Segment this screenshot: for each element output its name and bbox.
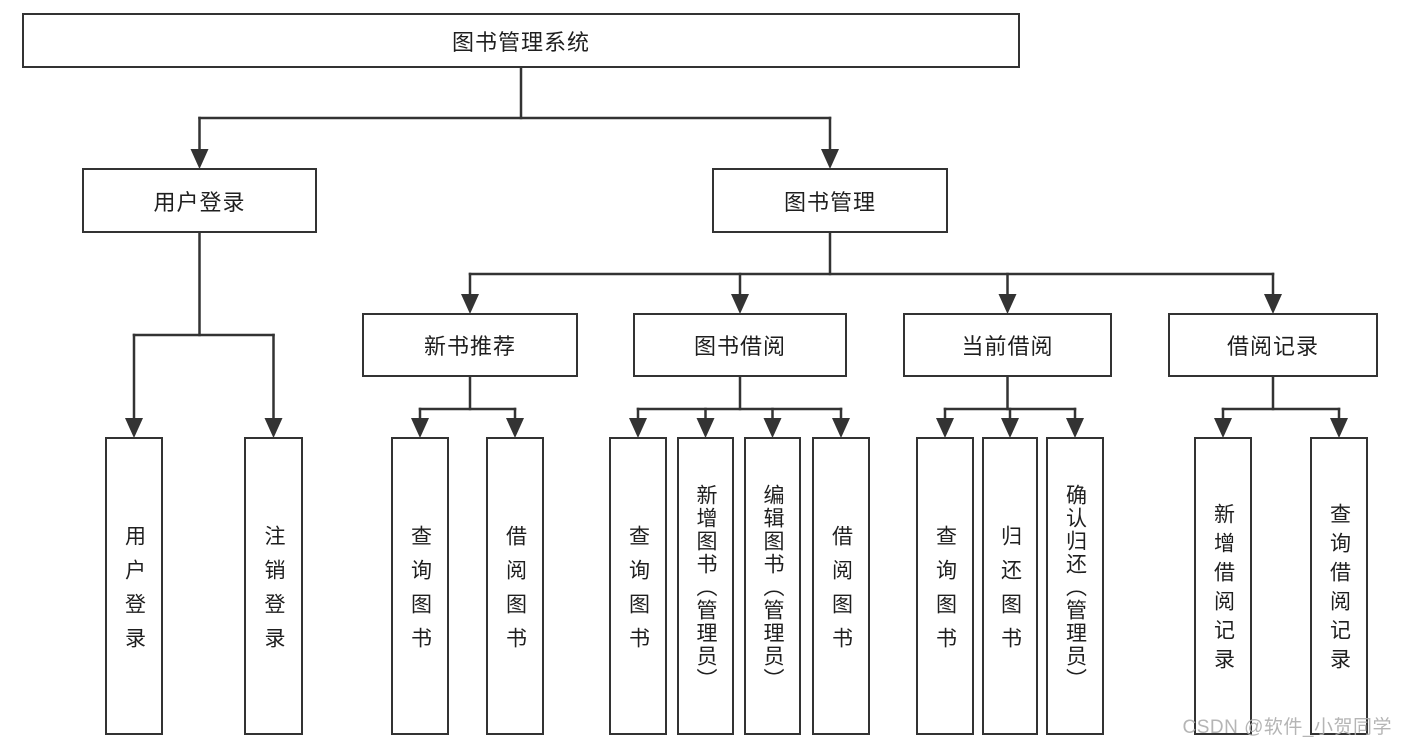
node-bb-add-book: 新增图书（管理员）: [677, 437, 734, 735]
node-label: 新增图书（管理员）: [694, 483, 717, 691]
node-current-borrow: 当前借阅: [903, 313, 1112, 377]
node-cb-confirm-return: 确认归还（管理员）: [1046, 437, 1104, 735]
node-label: 查询图书: [626, 524, 650, 661]
node-label: 查询图书: [408, 524, 432, 661]
node-label: 编辑图书（管理员）: [761, 483, 784, 691]
node-label: 当前借阅: [961, 334, 1054, 359]
node-label: 查询图书: [933, 524, 957, 661]
node-label: 注销登录: [262, 524, 285, 661]
node-root: 图书管理系统: [22, 13, 1020, 68]
node-book-borrow: 图书借阅: [633, 313, 847, 377]
node-bb-query-book: 查询图书: [609, 437, 667, 735]
node-rec-borrow-book: 借阅图书: [486, 437, 544, 735]
node-label: 归还图书: [998, 524, 1022, 661]
node-label: 借阅图书: [829, 524, 853, 661]
node-label: 新增借阅记录: [1211, 503, 1235, 677]
node-bb-borrow-book: 借阅图书: [812, 437, 870, 735]
node-book-mgmt: 图书管理: [712, 168, 948, 233]
node-label: 用户登录: [153, 189, 246, 215]
node-label: 用户登录: [122, 524, 146, 661]
node-label: 查询借阅记录: [1327, 503, 1351, 677]
node-logout: 注销登录: [244, 437, 303, 735]
node-label: 图书借阅: [693, 334, 786, 359]
node-label: 确认归还（管理员）: [1063, 483, 1087, 691]
node-label: 新书推荐: [423, 334, 516, 359]
node-label: 图书管理系统: [451, 29, 590, 55]
node-borrow-records: 借阅记录: [1168, 313, 1378, 377]
node-rec-query-book: 查询图书: [391, 437, 449, 735]
node-br-query-record: 查询借阅记录: [1310, 437, 1368, 735]
node-label: 借阅图书: [503, 524, 527, 661]
node-login: 用户登录: [105, 437, 163, 735]
node-br-add-record: 新增借阅记录: [1194, 437, 1252, 735]
node-label: 图书管理: [783, 189, 876, 215]
node-bb-edit-book: 编辑图书（管理员）: [744, 437, 801, 735]
node-cb-return-book: 归还图书: [982, 437, 1038, 735]
node-label: 借阅记录: [1226, 334, 1319, 359]
node-new-book-rec: 新书推荐: [362, 313, 578, 377]
watermark: CSDN @软件_小贺同学: [1182, 717, 1392, 738]
node-user-login: 用户登录: [82, 168, 317, 233]
node-cb-query-book: 查询图书: [916, 437, 974, 735]
